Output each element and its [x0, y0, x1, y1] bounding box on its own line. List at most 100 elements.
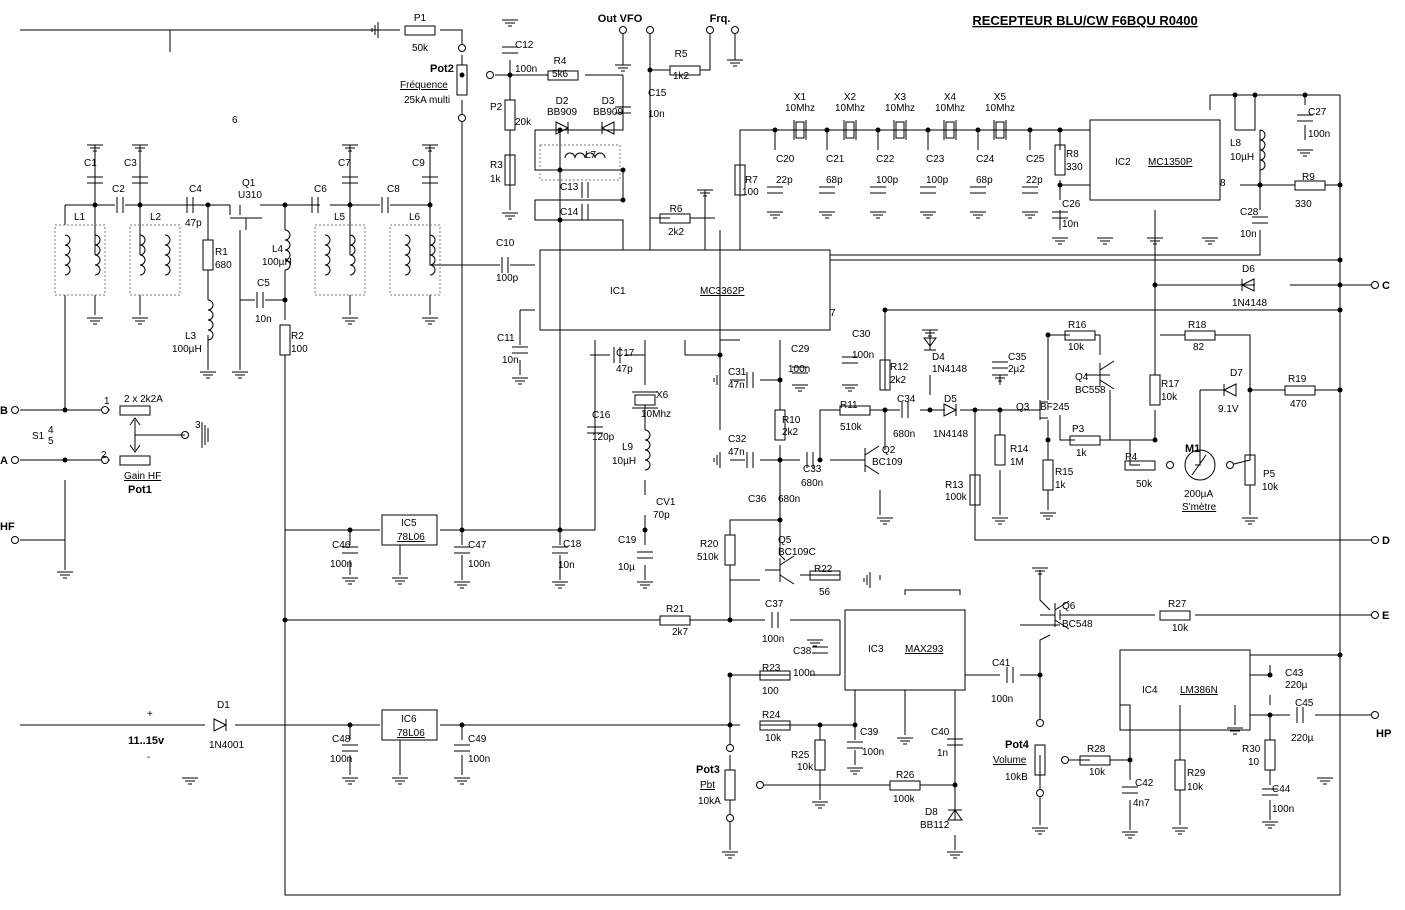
- label-110: 47p: [616, 364, 633, 375]
- transistor-Q2: [850, 445, 880, 475]
- label-37: 2k2: [668, 227, 685, 238]
- junction-60: [459, 722, 465, 728]
- label-11: -: [147, 752, 150, 763]
- label-64: C26: [1062, 199, 1081, 210]
- ground-symbol: [422, 144, 438, 152]
- junction-29: [282, 297, 288, 303]
- label-28: P2: [490, 102, 503, 113]
- label-39: 100: [742, 187, 759, 198]
- resistor-R5: [669, 65, 701, 76]
- capacitor-0: [502, 46, 518, 54]
- capacitor-19: [342, 546, 358, 554]
- label-4: HF: [0, 521, 15, 533]
- capacitor-3: [819, 186, 835, 194]
- junction-55: [1037, 672, 1043, 678]
- wire-158: [1109, 390, 1155, 441]
- junction-38: [817, 457, 823, 463]
- capacitor-23: [792, 366, 808, 374]
- label-56: C23: [926, 154, 945, 165]
- label-63: 330: [1066, 162, 1083, 173]
- label-8: E: [1382, 610, 1389, 622]
- inductor-L7: [564, 152, 606, 159]
- junction-40: [927, 407, 933, 413]
- label-249: 100n: [1272, 804, 1294, 815]
- label-60: C25: [1026, 154, 1045, 165]
- label-218: C41: [992, 658, 1011, 669]
- label-228: 100n: [330, 754, 352, 765]
- label-161: P3: [1072, 424, 1085, 435]
- resistor-R2: [279, 324, 291, 356]
- resistor-R21: [659, 615, 691, 626]
- junction-17: [1252, 92, 1258, 98]
- junction-7: [647, 67, 653, 73]
- capacitor-9: [1297, 114, 1313, 122]
- label-254: 1: [104, 396, 110, 407]
- ground-symbol: [132, 317, 148, 325]
- ground-symbol: [454, 581, 470, 589]
- capacitor-7: [1022, 186, 1038, 194]
- label-266: 20: [0, 0, 12, 3]
- diode-D8: [947, 809, 963, 821]
- junction-34: [717, 352, 723, 358]
- label-242: C42: [1135, 778, 1154, 789]
- label-238: R28: [1087, 744, 1106, 755]
- label-133: C36: [748, 494, 767, 505]
- label-23: D3: [602, 96, 615, 107]
- junction-14: [1057, 127, 1063, 133]
- label-175: S'mètre: [1182, 502, 1217, 513]
- label-55: 100p: [876, 175, 899, 186]
- ground-symbol: [1242, 517, 1258, 525]
- pot3-pin2: [756, 781, 764, 789]
- wire-9: [495, 74, 511, 100]
- label-36: R6: [670, 204, 683, 215]
- capacitor-25: [947, 738, 963, 746]
- label-41: 10Mhz: [785, 103, 815, 114]
- transistor-Q3: [1020, 400, 1048, 420]
- diode-D4: [923, 337, 937, 351]
- resistor-R18: [1184, 330, 1216, 341]
- label-98: 100µH: [172, 344, 202, 355]
- wire-127: [779, 520, 786, 561]
- resistor-R11: [839, 405, 871, 416]
- label-260: 7: [830, 308, 836, 319]
- junction-35: [777, 377, 783, 383]
- s1-term2: [101, 456, 109, 464]
- label-114: 10µH: [612, 456, 636, 467]
- ground-symbol: [1052, 237, 1068, 245]
- ground-symbol: [422, 317, 438, 325]
- label-109: C17: [616, 348, 635, 359]
- label-83: C6: [314, 184, 327, 195]
- ground-symbol: [819, 211, 835, 219]
- resistor-R15: [1042, 459, 1054, 491]
- capacitor-5: [920, 186, 936, 194]
- label-135: R11: [840, 400, 858, 411]
- label-117: C18: [563, 539, 582, 550]
- label-219: 100n: [991, 694, 1013, 705]
- label-197: 2k7: [672, 627, 689, 638]
- ground-symbol: [812, 801, 828, 809]
- ground-symbol: [615, 64, 631, 72]
- ground-symbol: [877, 517, 893, 525]
- transistor-Q4: [1085, 360, 1115, 390]
- resistor-R24: [759, 720, 791, 731]
- label-66: IC2: [1115, 157, 1131, 168]
- ground-symbol: [1122, 831, 1138, 839]
- pot4-pin3: [1036, 789, 1044, 797]
- wire-63: [20, 539, 66, 570]
- junction-8: [772, 127, 778, 133]
- label-146: 1N4148: [933, 429, 968, 440]
- label-105: IC1: [610, 286, 626, 297]
- capacitor-h-13: [771, 612, 779, 628]
- label-147: R13: [945, 480, 964, 491]
- capacitor-11: [87, 176, 103, 184]
- junction-42: [997, 407, 1003, 413]
- terminal-A: [11, 456, 19, 464]
- label-157: R16: [1068, 320, 1087, 331]
- capacitor-h-15: [1296, 707, 1304, 723]
- label-54: C22: [876, 154, 895, 165]
- ground-symbol: [371, 22, 379, 38]
- pot2-pin2: [486, 71, 494, 79]
- ground-symbol-pot1: [201, 422, 209, 448]
- ground-symbol: [922, 329, 938, 337]
